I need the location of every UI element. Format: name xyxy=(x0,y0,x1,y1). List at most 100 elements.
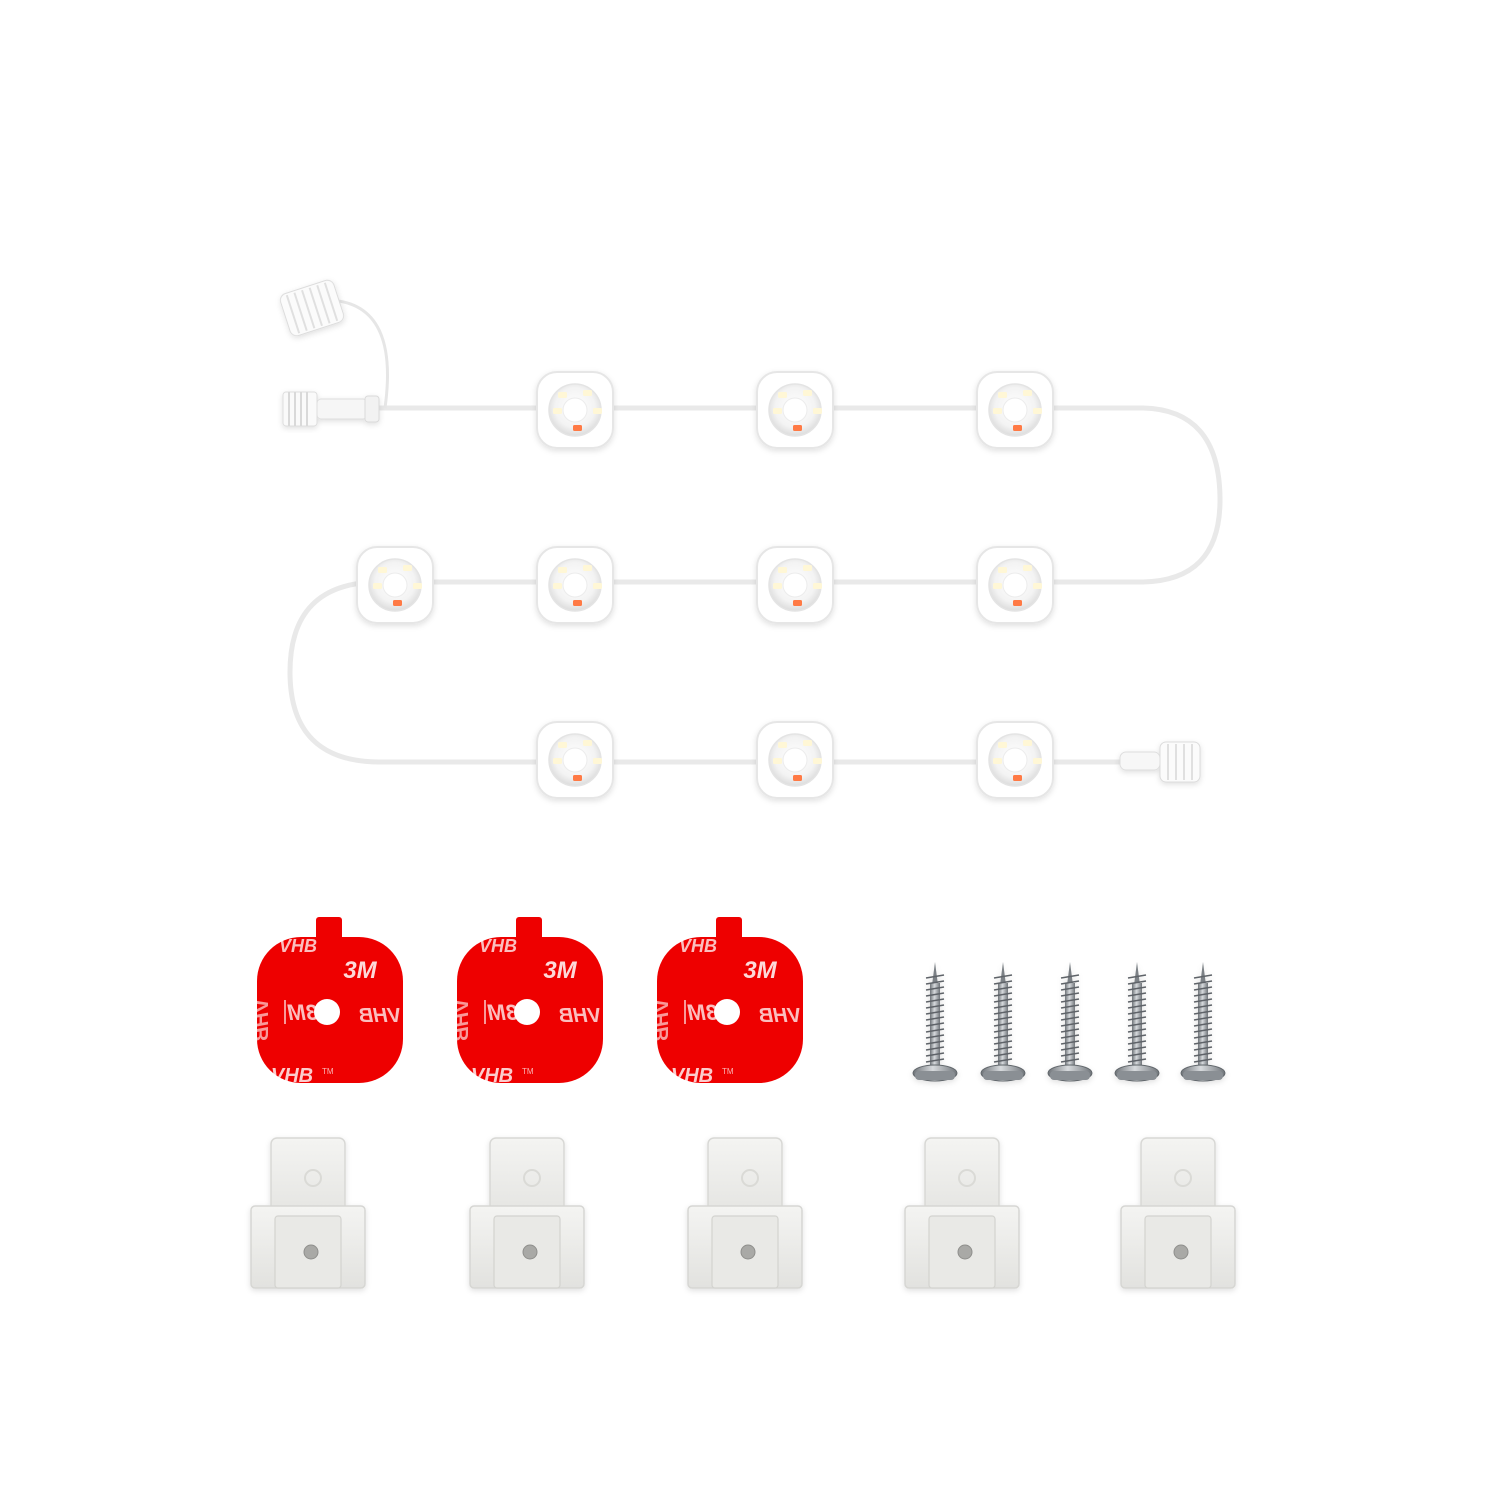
led-chip xyxy=(553,408,562,414)
pad-tm-mark: TM xyxy=(322,1067,334,1076)
light-node xyxy=(976,721,1054,799)
light-nodes xyxy=(356,371,1054,799)
clip-logo-icon xyxy=(304,1169,322,1187)
pad-vhb-mark: VHB xyxy=(359,1005,401,1027)
cap-tether xyxy=(324,298,389,409)
clip-screw-hole xyxy=(1173,1244,1189,1260)
led-chip xyxy=(993,758,1002,764)
screw xyxy=(1114,962,1160,1082)
led-chip xyxy=(773,583,782,589)
light-node xyxy=(976,546,1054,624)
pad-vhb-mark: VHB xyxy=(271,1065,313,1087)
led-chip xyxy=(773,408,782,414)
mounting-clip xyxy=(469,1137,585,1289)
light-node xyxy=(356,546,434,624)
pad-vhb-mark: VHB xyxy=(651,999,673,1041)
mounting-clip xyxy=(687,1137,803,1289)
pad-vhb-mark: VHB xyxy=(671,1065,713,1087)
clip-logo-icon xyxy=(523,1169,541,1187)
pad-3m-logo: 3M xyxy=(343,957,377,984)
pad-vhb-mark: VHB xyxy=(279,936,317,956)
pad-tm-mark: TM xyxy=(522,1067,534,1076)
led-chip xyxy=(793,425,802,431)
led-chip xyxy=(593,408,602,414)
pad-vhb-mark: VHB xyxy=(559,1005,601,1027)
led-chip xyxy=(573,425,582,431)
led-chip xyxy=(393,600,402,606)
led-chip xyxy=(558,567,567,573)
clip-logo-icon xyxy=(958,1169,976,1187)
led-chip xyxy=(1013,775,1022,781)
pad-3m-logo: 3M xyxy=(487,1000,518,1025)
led-chip xyxy=(803,740,812,746)
dust-cap xyxy=(279,279,345,337)
pad-center-hole xyxy=(514,999,540,1025)
led-chip xyxy=(793,775,802,781)
led-chip xyxy=(558,392,567,398)
pad-3m-logo: 3M xyxy=(287,1000,318,1025)
light-node xyxy=(756,371,834,449)
led-chip xyxy=(558,742,567,748)
light-node xyxy=(756,721,834,799)
pad-center-hole xyxy=(314,999,340,1025)
pad-vhb-mark: VHB xyxy=(679,936,717,956)
led-chip xyxy=(1013,600,1022,606)
led-chip xyxy=(993,408,1002,414)
led-chip xyxy=(1023,740,1032,746)
led-chip xyxy=(1023,565,1032,571)
led-chip xyxy=(1033,758,1042,764)
light-node xyxy=(976,371,1054,449)
screw xyxy=(1047,962,1093,1082)
led-chip xyxy=(993,583,1002,589)
led-chip xyxy=(778,392,787,398)
led-chip xyxy=(403,565,412,571)
led-chip xyxy=(593,583,602,589)
led-chip xyxy=(998,742,1007,748)
screw xyxy=(1180,962,1226,1082)
pad-3m-logo: 3M xyxy=(687,1000,718,1025)
light-node xyxy=(536,371,614,449)
mounting-clip xyxy=(1120,1137,1236,1289)
led-chip xyxy=(1023,390,1032,396)
light-node xyxy=(536,721,614,799)
led-chip xyxy=(773,758,782,764)
led-chip xyxy=(1033,583,1042,589)
led-chip xyxy=(793,600,802,606)
clip-logo-icon xyxy=(1174,1169,1192,1187)
adhesive-pad: 3M VHB VHB TM 3M VHB VHB xyxy=(651,917,803,1087)
pad-3m-logo: 3M xyxy=(743,957,777,984)
pad-vhb-mark: VHB xyxy=(759,1005,801,1027)
led-chip xyxy=(593,758,602,764)
pad-vhb-mark: VHB xyxy=(451,999,473,1041)
led-chip xyxy=(778,742,787,748)
led-chip xyxy=(813,583,822,589)
output-connector xyxy=(1119,741,1201,783)
light-node xyxy=(756,546,834,624)
input-connector xyxy=(282,391,380,427)
clip-screw-hole xyxy=(303,1244,319,1260)
led-chip xyxy=(998,567,1007,573)
led-chip xyxy=(1033,408,1042,414)
led-chip xyxy=(373,583,382,589)
led-chip xyxy=(553,758,562,764)
led-chip xyxy=(813,758,822,764)
adhesive-pads: 3M VHB VHB TM 3M VHB VHB 3M VHB VHB TM 3M VHB VHB 3M VH… xyxy=(251,917,803,1087)
led-chip xyxy=(583,390,592,396)
pad-vhb-mark: VHB xyxy=(479,936,517,956)
led-chip xyxy=(573,775,582,781)
clip-screw-hole xyxy=(740,1244,756,1260)
light-node xyxy=(536,546,614,624)
led-chip xyxy=(813,408,822,414)
pad-tm-mark: TM xyxy=(722,1067,734,1076)
led-chip xyxy=(778,567,787,573)
screws xyxy=(912,962,1226,1082)
clip-screw-hole xyxy=(957,1244,973,1260)
led-chip xyxy=(803,565,812,571)
led-chip xyxy=(583,565,592,571)
screw xyxy=(980,962,1026,1082)
screw xyxy=(912,962,958,1082)
